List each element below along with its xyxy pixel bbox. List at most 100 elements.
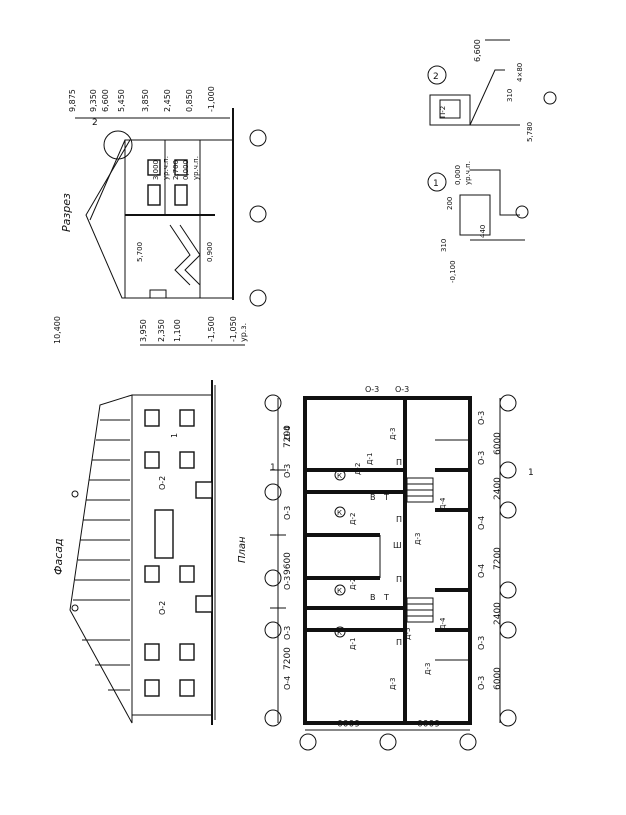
svg-text:П-2: П-2: [439, 106, 447, 118]
svg-text:О-4: О-4: [283, 676, 292, 690]
svg-text:9,350: 9,350: [89, 89, 98, 112]
svg-text:Д-3: Д-3: [414, 533, 422, 545]
svg-text:-1,000: -1,000: [207, 86, 216, 112]
plan-axis-bubbles: [264, 394, 517, 751]
section-callout-circle: [103, 130, 133, 160]
svg-text:Д-3: Д-3: [424, 663, 432, 675]
plan-inner-walls: [305, 398, 470, 723]
svg-text:1,100: 1,100: [173, 319, 182, 342]
section-stair: [179, 224, 201, 286]
room-hall-3: П: [396, 575, 402, 584]
svg-text:0,900: 0,900: [206, 242, 214, 262]
svg-text:6,600: 6,600: [101, 89, 110, 112]
plan-dim-9600: 9600: [283, 552, 293, 575]
detail-node-1: 1 0,000 ур.ч.п. -0,100 200 440 310: [427, 161, 529, 283]
plan-dim-7200: 7200: [493, 547, 503, 570]
svg-text:ур.ч.п.: ур.ч.п.: [192, 156, 200, 180]
room-kitchen-1: К: [337, 472, 342, 480]
plan-cut-mark-left: 1: [270, 463, 276, 473]
facade-drawing: О-2 О-2 1 Фасад: [52, 380, 216, 725]
svg-text:2,700: 2,700: [172, 160, 180, 180]
svg-text:О-3: О-3: [477, 411, 486, 425]
svg-text:О-3: О-3: [365, 385, 379, 394]
section-levels-top: 9,875 9,350 6,600 5,450 3,850 2,450 0,85…: [68, 86, 230, 119]
facade-roof-outline: [69, 394, 133, 724]
room-bath-2: В: [370, 593, 376, 602]
section-levels-bottom: 3,950 2,350 1,100 -1,500 -1,050 ур.з.: [139, 316, 248, 346]
plan-dim-6000-side-b: 6000: [417, 717, 440, 727]
room-kitchen-4: К: [337, 629, 342, 637]
plan-dims-left: 7200 9600 7200: [270, 398, 293, 723]
svg-text:2: 2: [433, 72, 439, 82]
plan-door-marks: Д-3 Д-2 Д-1 Д-2 Д-4 Д-3 Д-2 Д-5 Д-4 Д-1 …: [349, 428, 447, 690]
svg-text:3,850: 3,850: [141, 89, 150, 112]
section-inner-marks: 3,000 ур.ч.п. 2,700 0,000 ур.ч.п. 5,700 …: [136, 156, 214, 262]
svg-text:3,000: 3,000: [152, 160, 160, 180]
plan-dims-right: 6000 2400 7200 2400 6000: [493, 398, 503, 723]
svg-text:Д-1: Д-1: [366, 453, 374, 465]
section-roof: [85, 139, 201, 299]
plan-cut-mark-right: 1: [528, 468, 534, 478]
svg-text:Д-4: Д-4: [439, 497, 447, 510]
svg-text:О-3: О-3: [477, 636, 486, 650]
svg-text:О-3: О-3: [477, 451, 486, 465]
svg-text:Д-3: Д-3: [389, 428, 397, 440]
svg-text:2,350: 2,350: [157, 319, 166, 342]
facade-chimney-mark: [71, 490, 79, 498]
floor-plan: План: [237, 385, 534, 751]
plan-title: План: [237, 536, 248, 563]
svg-text:2,450: 2,450: [163, 89, 172, 112]
svg-text:О-4: О-4: [477, 516, 486, 530]
section-level-10400: 10,400: [53, 316, 62, 344]
plan-dim-7200-top: 7200: [283, 425, 293, 448]
facade-title: Фасад: [52, 538, 65, 575]
svg-text:0,000: 0,000: [182, 160, 190, 180]
detail-node-2: 2 П-2 6,600 4×80 310 5,780: [427, 39, 557, 142]
svg-text:Д-5: Д-5: [404, 628, 412, 640]
svg-text:Д-4: Д-4: [439, 617, 447, 630]
svg-text:-0,100: -0,100: [449, 260, 457, 283]
plan-dim-2400-b: 2400: [493, 602, 503, 625]
facade-windows: [144, 409, 213, 697]
room-hall-1: П: [396, 458, 402, 467]
svg-text:О-3: О-3: [283, 576, 292, 590]
room-kitchen-3: К: [337, 587, 342, 595]
facade-label-o2-second: О-2: [158, 601, 167, 615]
svg-text:Д-2: Д-2: [354, 463, 362, 475]
svg-text:О-4: О-4: [283, 426, 292, 440]
plan-dim-7200-bottom: 7200: [283, 647, 293, 670]
section-callout-number: 2: [92, 118, 98, 128]
svg-text:310: 310: [506, 89, 514, 102]
room-hall-4: П: [396, 638, 402, 647]
room-toilet-2: Т: [383, 593, 389, 602]
plan-stairs: [406, 477, 434, 623]
svg-text:ур.з.: ур.з.: [239, 323, 248, 342]
svg-text:ур.ч.п.: ур.ч.п.: [464, 161, 472, 185]
svg-text:310: 310: [440, 239, 448, 252]
svg-text:О-3: О-3: [283, 464, 292, 478]
svg-text:О-3: О-3: [395, 385, 409, 394]
facade-cut-mark: 1: [170, 433, 179, 438]
room-bath-1: В: [370, 493, 376, 502]
svg-text:0,850: 0,850: [185, 89, 194, 112]
svg-text:1: 1: [433, 179, 439, 189]
svg-text:5,700: 5,700: [136, 242, 144, 262]
svg-text:5,450: 5,450: [117, 89, 126, 112]
svg-text:-1,500: -1,500: [207, 316, 216, 342]
room-toilet-1: Т: [383, 493, 389, 502]
svg-text:0,000: 0,000: [454, 165, 462, 185]
plan-dim-6000-side-a: 6000: [337, 717, 360, 727]
svg-text:Д-3: Д-3: [389, 678, 397, 690]
svg-text:О-3: О-3: [477, 676, 486, 690]
plan-dim-6000-a: 6000: [493, 432, 503, 455]
section-title: Разрез: [60, 193, 73, 232]
section-drawing: 2 9,875 9,350 6,600 5,450 3,850 2,450 0,…: [53, 86, 267, 346]
room-kitchen-2: К: [337, 509, 342, 517]
svg-text:О-4: О-4: [477, 564, 486, 578]
svg-text:О-3: О-3: [283, 626, 292, 640]
svg-text:О-3: О-3: [283, 506, 292, 520]
plan-dim-6000-b: 6000: [493, 667, 503, 690]
svg-text:-1,050: -1,050: [229, 316, 238, 342]
facade-label-o2: О-2: [158, 476, 167, 490]
